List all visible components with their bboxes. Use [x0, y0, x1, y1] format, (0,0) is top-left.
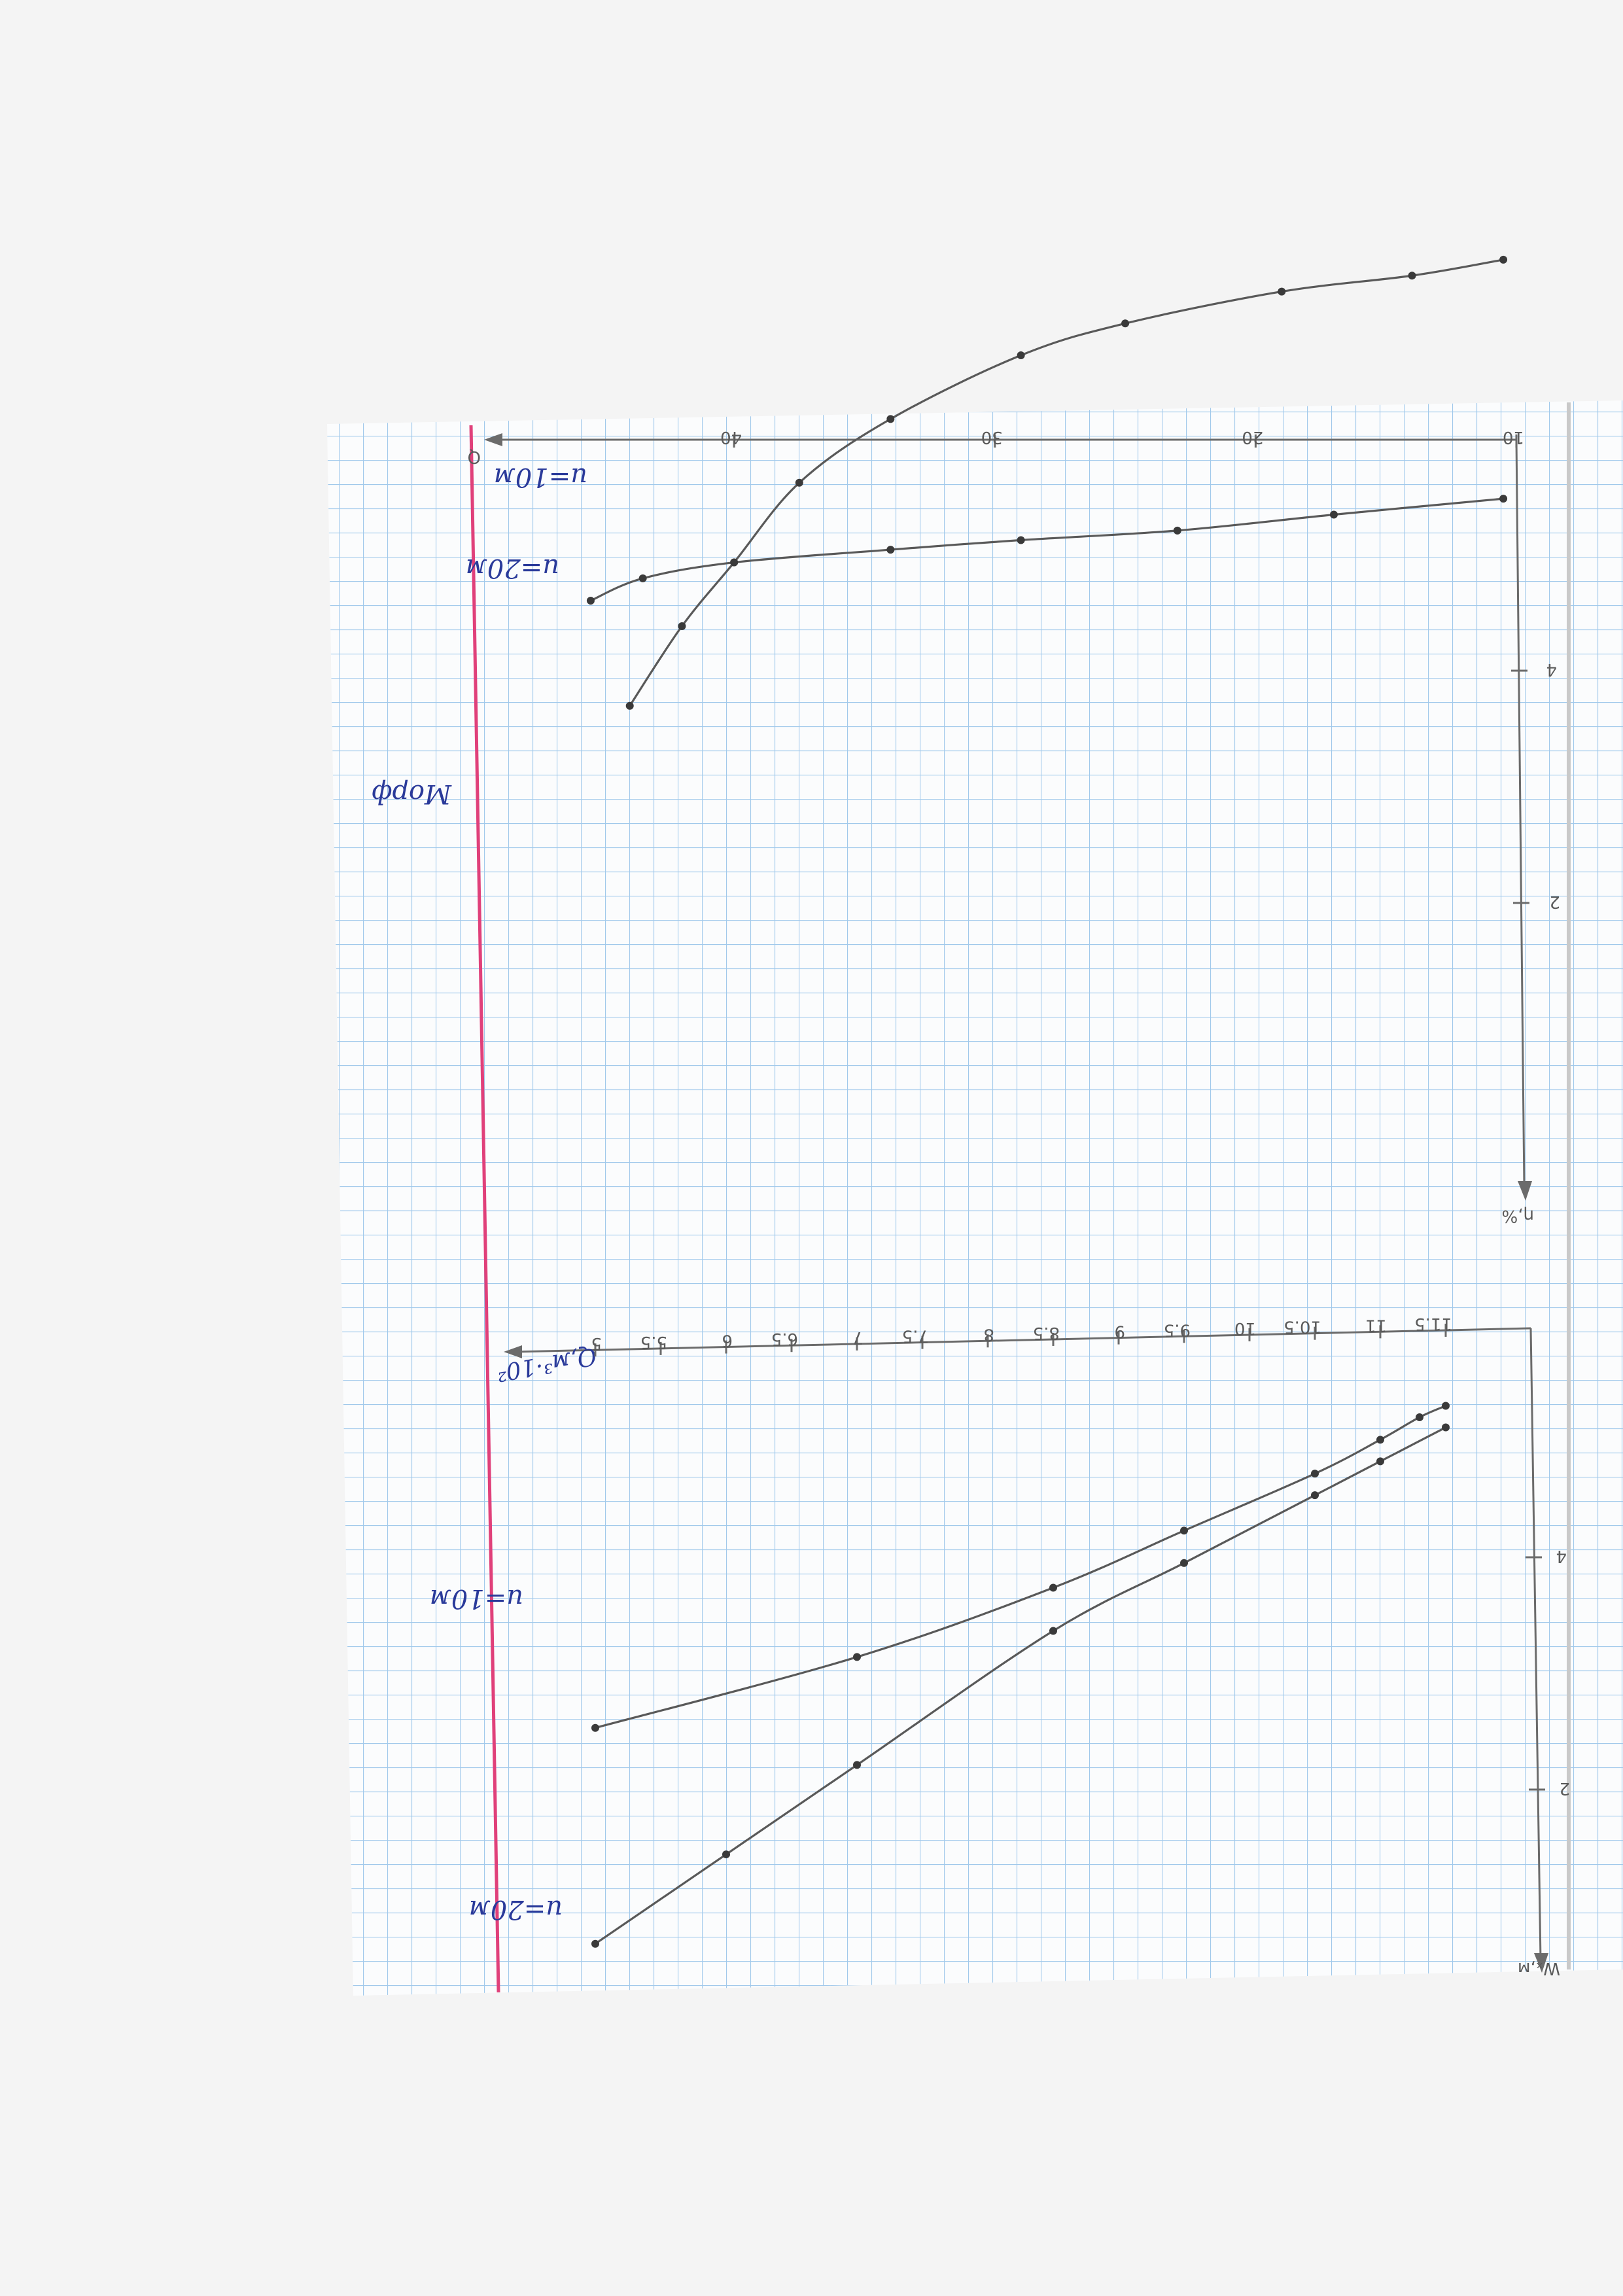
lower-series-line-1	[594, 1404, 1447, 1729]
lower-point	[1416, 1413, 1423, 1421]
upper-y-axis	[1515, 439, 1526, 1188]
upper-curve-label-u20: u=20м	[466, 553, 559, 583]
lower-y-axis	[1529, 1328, 1542, 1960]
upper-point	[1017, 536, 1025, 544]
upper-curve-label-u10: u=10м	[494, 462, 587, 492]
upper-x-tick-label: 30	[981, 427, 1003, 447]
lower-x-tick-label: 5.5	[640, 1332, 667, 1352]
upper-x-label: Q	[468, 447, 481, 467]
lower-y-label: Wₓ,м	[1518, 1958, 1560, 1978]
upper-point	[678, 622, 686, 630]
upper-point	[625, 701, 634, 710]
lower-x-tick-label: 10.5	[1283, 1317, 1321, 1337]
upper-y-tick-label: 2	[1549, 892, 1560, 911]
lower-point	[1376, 1457, 1384, 1466]
upper-y-ticks: 4 2	[1511, 660, 1560, 911]
upper-y-label: η,%	[1502, 1206, 1534, 1226]
lower-point	[1311, 1491, 1319, 1500]
upper-point	[1499, 255, 1508, 264]
upper-point	[1499, 495, 1508, 503]
lower-x-axis	[516, 1327, 1531, 1353]
lower-point	[1049, 1627, 1057, 1635]
lower-x-tick-label: 8.5	[1033, 1323, 1060, 1343]
signature: Морф	[372, 779, 452, 809]
upper-point	[1017, 351, 1025, 359]
lower-point	[1442, 1402, 1450, 1410]
lower-point	[853, 1761, 861, 1769]
upper-point	[1121, 319, 1130, 328]
lower-x-tick-label: 9.5	[1164, 1320, 1191, 1339]
lower-x-tick-label: 11	[1365, 1315, 1387, 1335]
upper-x-tick-label: 10	[1503, 427, 1524, 447]
upper-point	[730, 558, 739, 567]
lower-x-tick-label: 6.5	[771, 1329, 798, 1349]
margin-line	[469, 425, 500, 1993]
lower-point	[1180, 1559, 1188, 1567]
upper-point	[1278, 287, 1286, 296]
lower-x-ticks: 5 5.5 6 6.5 7 7.5 8 8.5 9 9.5 10 10.5 11 11.5	[591, 1314, 1452, 1357]
upper-point	[638, 574, 647, 582]
lower-x-tick-label: 7	[852, 1328, 864, 1347]
lower-x-tick-label: 5	[591, 1333, 602, 1353]
upper-point	[886, 546, 895, 554]
lower-y-tick-label: 2	[1559, 1778, 1570, 1798]
lower-x-tick-label: 10	[1234, 1318, 1256, 1338]
upper-series-group	[586, 255, 1508, 710]
lower-x-tick-label: 6	[722, 1331, 733, 1351]
upper-y-tick-label: 4	[1546, 660, 1557, 679]
upper-x-ticks: 10 20 30 40	[720, 427, 1524, 448]
lower-x-axis-arrow	[504, 1345, 522, 1358]
upper-y-axis-arrow	[1518, 1181, 1532, 1201]
lower-y-ticks: 4 2	[1526, 1546, 1570, 1798]
lower-y-axis-arrow	[1534, 1953, 1548, 1973]
lower-curve-label-u20: u=20м	[469, 1894, 563, 1924]
notebook-paper	[327, 400, 1623, 1996]
lower-point	[853, 1653, 861, 1661]
upper-point	[886, 415, 895, 423]
lower-point	[1311, 1470, 1319, 1478]
lower-x-tick-label: 7.5	[902, 1326, 929, 1346]
upper-series-line-2	[629, 258, 1505, 707]
upper-point	[1329, 510, 1338, 519]
upper-x-axis-arrow	[484, 433, 502, 446]
lower-point	[591, 1939, 599, 1948]
lower-point	[591, 1723, 599, 1732]
lower-point	[1180, 1527, 1188, 1535]
lower-curve-label-u10: u=10м	[430, 1583, 523, 1614]
upper-point	[586, 596, 595, 605]
lower-y-tick-label: 4	[1556, 1546, 1567, 1566]
upper-point	[795, 478, 803, 487]
upper-x-tick-label: 20	[1242, 427, 1263, 447]
lower-point	[1049, 1583, 1057, 1592]
lower-x-tick-label: 8	[983, 1324, 994, 1344]
upper-x-tick-label: 40	[720, 427, 742, 447]
lower-series-group	[591, 1402, 1450, 1948]
lower-x-tick-label: 9	[1114, 1322, 1125, 1341]
lower-series-line-2	[594, 1426, 1447, 1945]
lower-point	[1376, 1436, 1384, 1444]
chart-upper: Q η,% 10 20 30 40 4 2 u=10м u=20м	[466, 255, 1560, 1226]
upper-point	[1408, 272, 1416, 280]
lower-x-tick-label: 11.5	[1414, 1314, 1452, 1333]
upper-point	[1173, 526, 1181, 535]
lower-point	[1442, 1423, 1450, 1432]
lower-point	[722, 1850, 730, 1859]
